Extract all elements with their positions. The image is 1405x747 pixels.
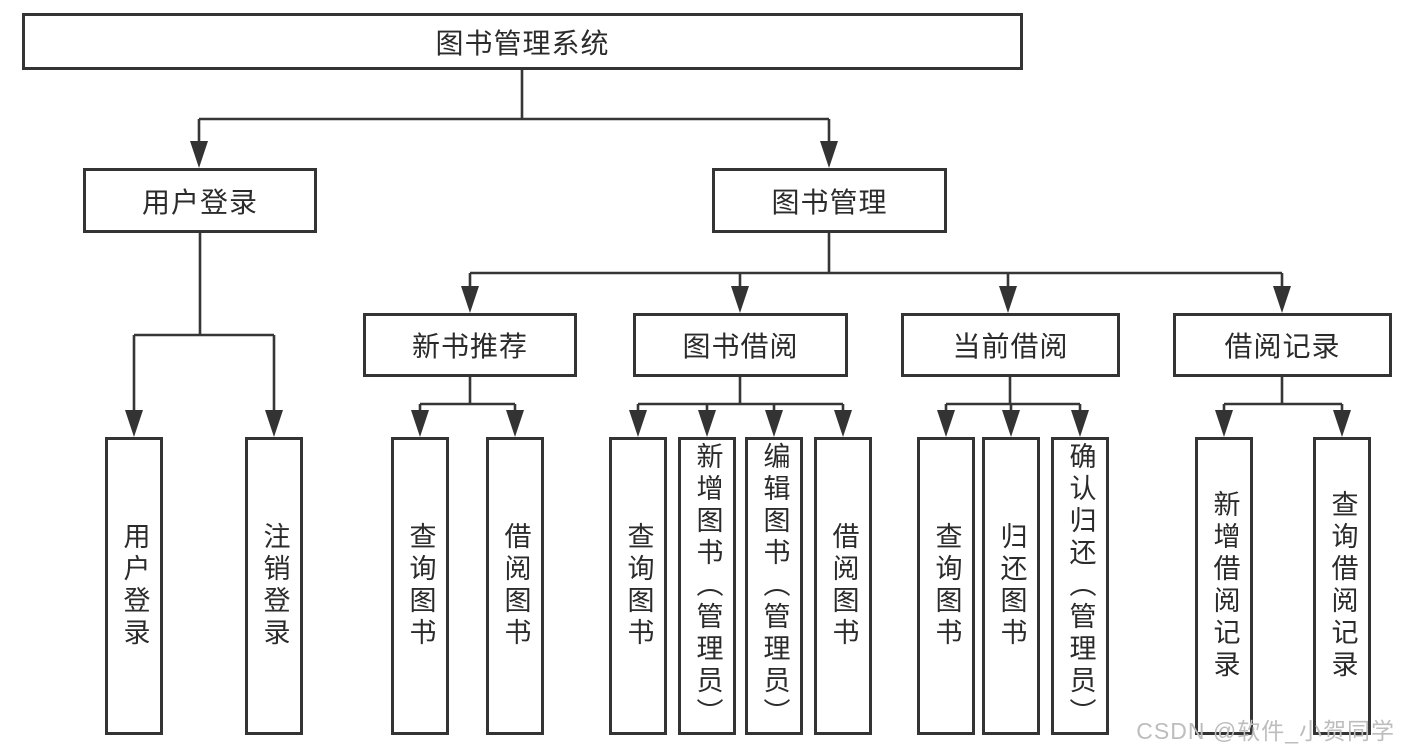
arrowhead-down-icon	[125, 410, 143, 437]
arrowhead-down-icon	[265, 410, 283, 437]
node-new-book-recommendation: 新书推荐	[363, 313, 577, 377]
node-book-management: 图书管理	[712, 168, 947, 233]
node-query-books-rec: 查询图书	[391, 437, 449, 735]
node-query-books-borrow: 查询图书	[609, 437, 667, 735]
arrowhead-down-icon	[765, 410, 783, 437]
arrowhead-down-icon	[937, 410, 955, 437]
node-borrow-books-rec: 借阅图书	[486, 437, 544, 735]
connector-bookmgmt-to-level3	[461, 233, 1291, 313]
node-edit-book-admin: 编辑图书（管理员）	[745, 437, 803, 735]
node-borrow-books: 借阅图书	[814, 437, 872, 735]
arrowhead-down-icon	[1215, 410, 1233, 437]
connector-borrowrecords-to-leaves	[1215, 377, 1351, 437]
csdn-watermark: CSDN @软件_小贺同学	[1136, 718, 1395, 744]
arrowhead-down-icon	[411, 410, 429, 437]
node-query-borrow-record: 查询借阅记录	[1313, 437, 1371, 735]
node-return-book: 归还图书	[982, 437, 1040, 735]
node-library-management-system: 图书管理系统	[22, 13, 1023, 70]
node-user-login-leaf: 用户登录	[105, 437, 163, 735]
node-add-borrow-record: 新增借阅记录	[1195, 437, 1253, 735]
arrowhead-down-icon	[1273, 286, 1291, 313]
arrowhead-down-icon	[1002, 410, 1020, 437]
node-logout: 注销登录	[245, 437, 303, 735]
node-add-book-admin: 新增图书（管理员）	[678, 437, 736, 735]
connector-newbookrec-to-leaves	[411, 377, 524, 437]
connector-bookborrow-to-leaves	[629, 377, 852, 437]
node-borrowing-records: 借阅记录	[1173, 313, 1392, 377]
arrowhead-down-icon	[1333, 410, 1351, 437]
arrowhead-down-icon	[461, 286, 479, 313]
connector-userlogin-to-leaves	[125, 232, 283, 437]
node-current-borrowing: 当前借阅	[901, 313, 1120, 377]
node-user-login: 用户登录	[83, 168, 317, 233]
arrowhead-down-icon	[698, 410, 716, 437]
arrowhead-down-icon	[190, 141, 208, 168]
arrowhead-down-icon	[731, 286, 749, 313]
node-query-books-current: 查询图书	[917, 437, 975, 735]
connector-root-to-level2	[190, 69, 838, 168]
arrowhead-down-icon	[820, 141, 838, 168]
node-book-borrowing: 图书借阅	[633, 313, 848, 377]
arrowhead-down-icon	[1071, 410, 1089, 437]
arrowhead-down-icon	[834, 410, 852, 437]
arrowhead-down-icon	[506, 410, 524, 437]
arrowhead-down-icon	[629, 410, 647, 437]
node-confirm-return-admin: 确认归还（管理员）	[1051, 437, 1109, 735]
connector-currentborrow-to-leaves	[937, 377, 1089, 437]
arrowhead-down-icon	[999, 286, 1017, 313]
